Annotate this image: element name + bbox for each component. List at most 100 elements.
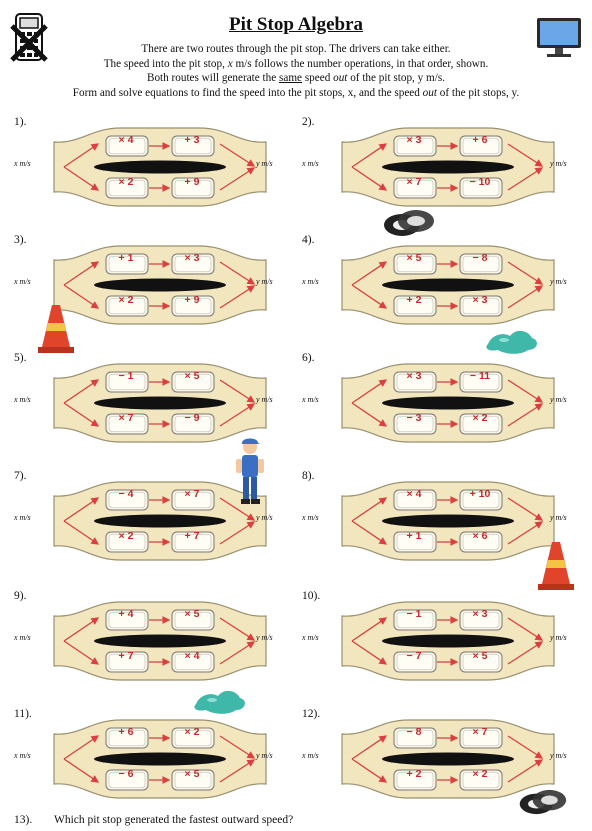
problem-number: 4).	[302, 234, 315, 246]
top-route-operation: + 1	[118, 252, 134, 264]
pit-stop-track	[50, 360, 270, 446]
instruction-line-3: Both routes will generate the same speed…	[60, 71, 532, 86]
problem-number: 8).	[302, 470, 315, 482]
worksheet-header: Pit Stop Algebra There are two routes th…	[0, 0, 592, 110]
top-route-operation: − 1	[118, 370, 134, 382]
top-route-operation: × 5	[184, 370, 200, 382]
bottom-route-operation: × 5	[472, 650, 488, 662]
pit-stop-track	[50, 716, 270, 802]
bottom-route-operation: + 2	[406, 294, 422, 306]
problem-number: 5).	[14, 352, 27, 364]
emphasis-same: same	[279, 72, 303, 84]
page-title: Pit Stop Algebra	[228, 14, 364, 35]
bottom-route-operation: − 9	[184, 412, 200, 424]
pit-stop-track	[338, 242, 558, 328]
emphasis-out: out	[333, 72, 348, 84]
bottom-route-operation: × 2	[472, 768, 488, 780]
bottom-route-operation: + 2	[406, 768, 422, 780]
question-text: Which pit stop generated the fastest out…	[54, 814, 294, 826]
top-route-operation: × 4	[406, 488, 422, 500]
top-route-operation: − 11	[469, 370, 491, 382]
calculator-crossed-icon	[10, 13, 48, 62]
input-speed-label: x m/s	[302, 633, 319, 642]
traffic-cone-icon	[538, 542, 574, 590]
tyre-icon	[384, 210, 434, 236]
bottom-route-operation: + 9	[184, 176, 200, 188]
instruction-line-2: The speed into the pit stop, x m/s follo…	[60, 57, 532, 72]
pit-stop-problem: 5). x m/s y m/s − 1 × 5 × 7 − 9	[14, 352, 290, 452]
instruction-line-4: Form and solve equations to find the spe…	[60, 86, 532, 101]
text-part: The speed into the pit stop,	[103, 57, 228, 70]
top-route-operation: − 1	[406, 608, 422, 620]
top-route-operation: × 2	[184, 726, 200, 738]
problem-number: 7).	[14, 470, 27, 482]
variable-x: x	[227, 57, 233, 70]
pit-stop-track	[50, 124, 270, 210]
bottom-route-operation: − 3	[406, 412, 422, 424]
bottom-route-operation: − 10	[469, 176, 491, 188]
top-route-operation: × 7	[472, 726, 488, 738]
bottom-route-operation: × 7	[406, 176, 422, 188]
bottom-route-operation: × 2	[472, 412, 488, 424]
traffic-cone-icon	[38, 305, 74, 353]
pit-stop-track	[50, 242, 270, 328]
output-speed-label: y m/s	[256, 751, 273, 760]
question-number: 13).	[14, 814, 33, 826]
problem-number: 10).	[302, 590, 321, 602]
oil-spill-icon	[486, 330, 537, 354]
problem-number: 3).	[14, 234, 27, 246]
text-part: of the pit stop, y m/s.	[347, 72, 445, 84]
top-route-operation: × 7	[184, 488, 200, 500]
text-part: Both routes will generate the	[146, 72, 280, 84]
output-speed-label: y m/s	[256, 159, 273, 168]
input-speed-label: x m/s	[14, 751, 31, 760]
problem-number: 11).	[14, 708, 32, 720]
top-route-operation: + 4	[118, 608, 134, 620]
bottom-route-operation: × 2	[118, 176, 134, 188]
emphasis-out: out	[422, 86, 437, 99]
output-speed-label: y m/s	[550, 277, 567, 286]
output-speed-label: y m/s	[256, 395, 273, 404]
top-route-operation: − 8	[406, 726, 422, 738]
input-speed-label: x m/s	[302, 277, 319, 286]
bottom-route-operation: + 7	[184, 530, 200, 542]
text-part: speed	[302, 72, 334, 84]
top-route-operation: − 8	[472, 252, 488, 264]
bottom-route-operation: × 7	[118, 412, 134, 424]
bottom-route-operation: × 6	[472, 530, 488, 542]
pit-stop-track	[338, 598, 558, 684]
problem-number: 1).	[14, 116, 27, 128]
input-speed-label: x m/s	[302, 513, 319, 522]
bottom-route-operation: × 5	[184, 768, 200, 780]
bottom-route-operation: + 7	[118, 650, 134, 662]
problem-number: 9).	[14, 590, 27, 602]
bottom-route-operation: × 4	[184, 650, 200, 662]
output-speed-label: y m/s	[550, 395, 567, 404]
top-route-operation: + 3	[184, 134, 200, 146]
tyre-icon	[519, 789, 567, 815]
top-route-operation: + 6	[118, 726, 134, 738]
computer-monitor-icon	[537, 18, 581, 57]
problem-number: 6).	[302, 352, 315, 364]
top-route-operation: × 5	[184, 608, 200, 620]
pit-stop-track	[338, 360, 558, 446]
text-part: Form and solve equations to find the spe…	[72, 86, 423, 99]
problem-number: 2).	[302, 116, 315, 128]
input-speed-label: x m/s	[14, 277, 31, 286]
output-speed-label: y m/s	[550, 159, 567, 168]
input-speed-label: x m/s	[302, 159, 319, 168]
output-speed-label: y m/s	[550, 751, 567, 760]
output-speed-label: y m/s	[256, 277, 273, 286]
input-speed-label: x m/s	[14, 159, 31, 168]
input-speed-label: x m/s	[14, 395, 31, 404]
input-speed-label: x m/s	[14, 633, 31, 642]
bottom-route-operation: × 3	[472, 294, 488, 306]
